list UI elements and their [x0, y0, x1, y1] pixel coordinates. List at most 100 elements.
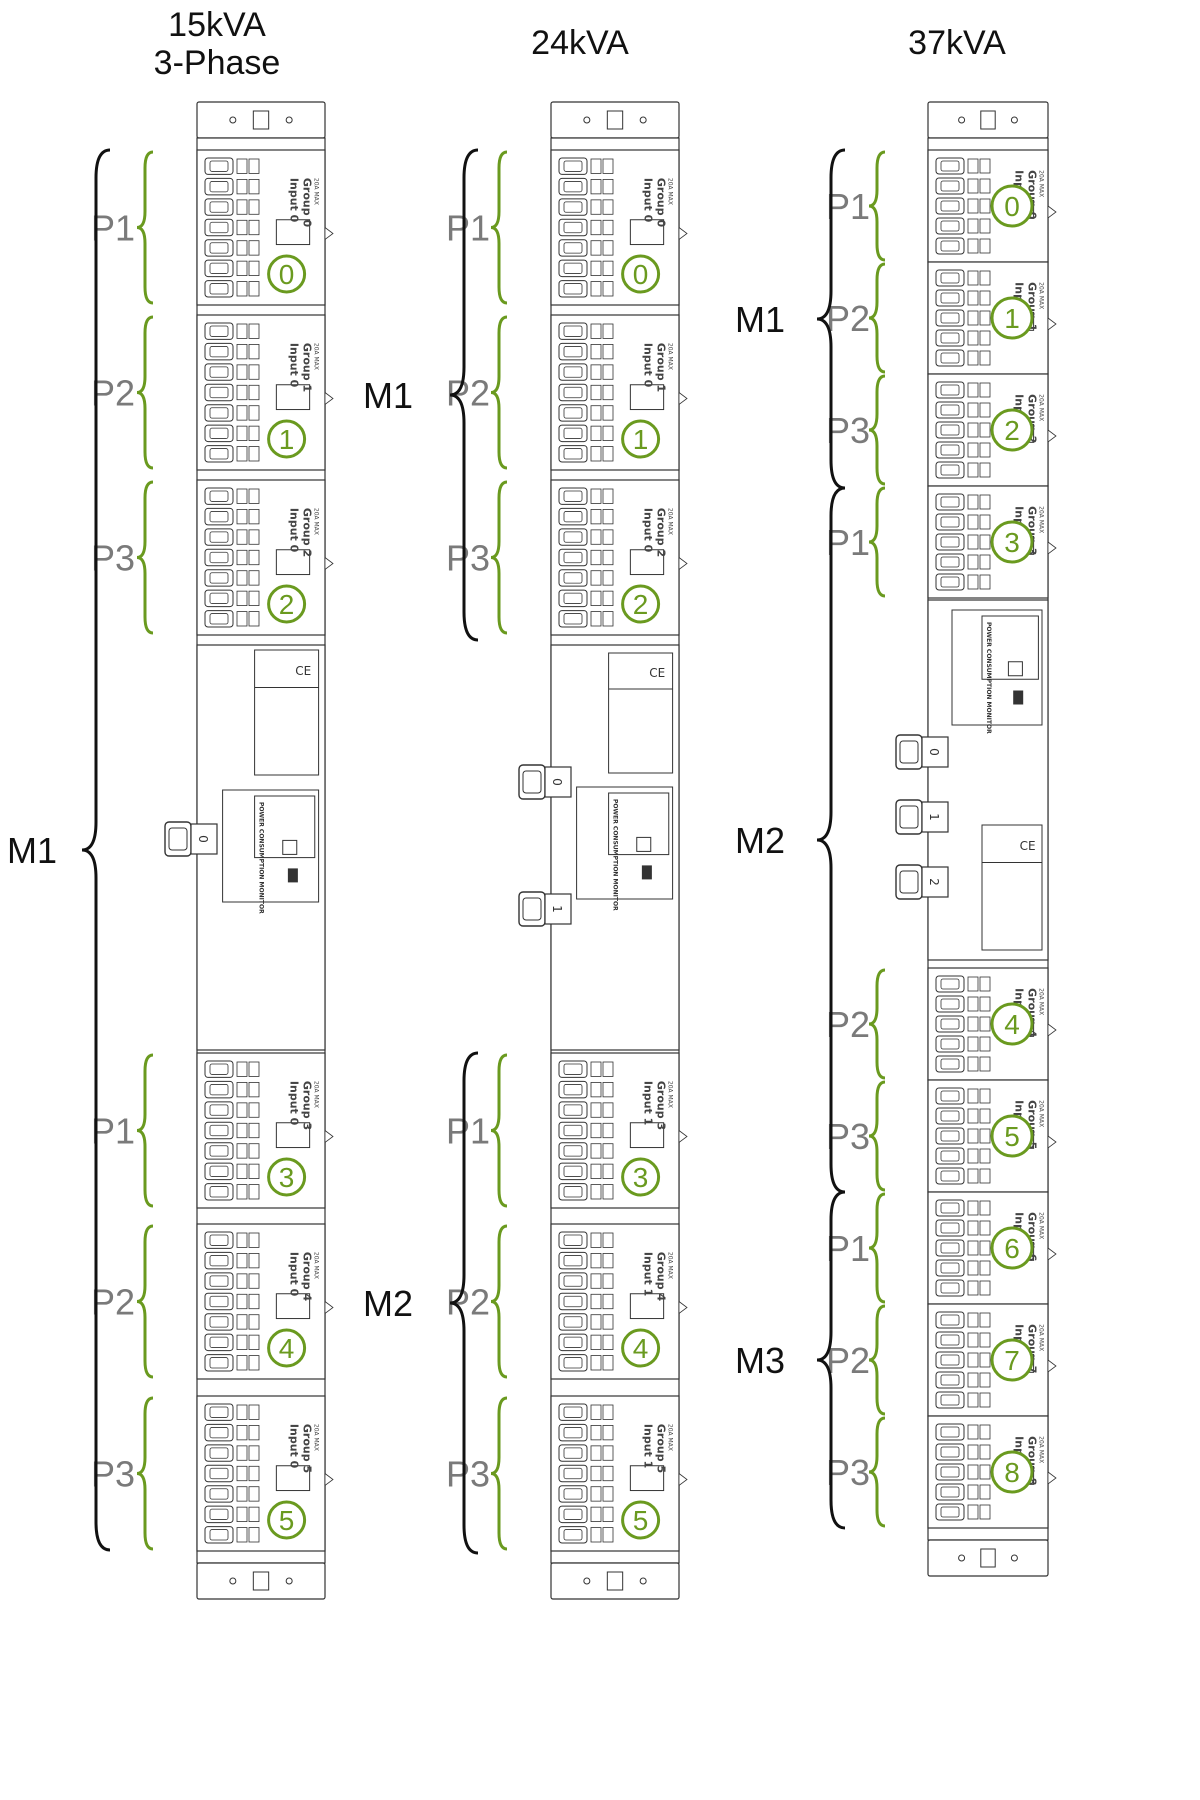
breaker-switch: [275, 1465, 311, 1492]
outlet-socket-inner: [209, 1084, 229, 1096]
outlet-number-box: [967, 422, 979, 438]
outlet-socket: [558, 569, 588, 587]
inlet-body: [544, 766, 572, 798]
mount-tab: [324, 1472, 334, 1487]
outlet-led-box: [979, 1280, 991, 1296]
outlet-led-box: [602, 158, 614, 174]
outlet-led-box: [979, 402, 991, 418]
outlet-number-box: [590, 611, 602, 627]
outlet-number-box: [590, 344, 602, 360]
outlet-socket-inner: [940, 1090, 960, 1102]
inlet-number: 0: [196, 835, 210, 843]
outlet-led-box: [602, 240, 614, 256]
cap-bracket: [606, 1571, 624, 1591]
outlet-number-box: [236, 260, 248, 276]
outlet-led-box: [248, 488, 260, 504]
outlet-socket: [204, 1101, 234, 1119]
outlet-led-box: [248, 1465, 260, 1482]
outlet-socket-inner: [563, 592, 583, 604]
phase-label: P1: [446, 208, 490, 249]
outlet-number-box: [590, 323, 602, 339]
outlet-socket-inner: [940, 1394, 960, 1406]
outlet-number-box: [236, 1506, 248, 1522]
outlet-socket-inner: [209, 1234, 229, 1246]
outlet-socket-inner: [209, 1063, 229, 1075]
outlet-number-box: [590, 1334, 602, 1350]
breaker-switch: [629, 1465, 665, 1492]
outlet-socket: [558, 1251, 588, 1270]
inlet-plug-inner: [522, 770, 542, 794]
outlet-led-box: [602, 1143, 614, 1159]
outlet-led-box: [248, 1163, 260, 1179]
phase-brace: [868, 1080, 886, 1192]
outlet-number-box: [236, 344, 248, 360]
outlet-number-box: [590, 405, 602, 421]
breaker-switch: [629, 1122, 665, 1149]
max-rating-label: 20A MAX: [1038, 1212, 1045, 1239]
outlet-number-box: [590, 1273, 602, 1289]
max-rating-label: 20A MAX: [312, 1252, 319, 1279]
outlet-socket-inner: [563, 1255, 583, 1267]
max-rating-label: 20A MAX: [1038, 394, 1045, 421]
group-number-circle: [990, 1226, 1034, 1270]
inlet-plug-inner: [522, 897, 542, 921]
outlet-number-box: [590, 1184, 602, 1200]
outlet-led-box: [248, 219, 260, 236]
outlet-number-box: [967, 402, 979, 418]
cap-hole: [583, 116, 591, 124]
outlet-led-box: [602, 1184, 614, 1200]
outlet-led-box: [602, 364, 614, 380]
outlet-socket-inner: [940, 1466, 960, 1478]
title-37kva: 37kVA: [908, 24, 1006, 62]
mount-tab: [678, 1472, 688, 1487]
outlet-socket: [558, 1272, 588, 1290]
outlet-number-box: [236, 1102, 248, 1118]
outlet-number-box: [236, 179, 248, 195]
outlet-socket-inner: [940, 1150, 960, 1162]
outlet-number-box: [590, 570, 602, 586]
phase-label: P1: [91, 208, 135, 249]
outlet-number-box: [967, 1148, 979, 1164]
outlet-led-box: [602, 1404, 614, 1420]
outlet-led-box: [602, 1527, 614, 1543]
outlet-socket-inner: [940, 1242, 960, 1254]
outlet-number-box: [590, 1163, 602, 1179]
outlet-socket: [204, 1272, 234, 1290]
outlet-number-box: [236, 364, 248, 380]
outlet-socket: [204, 404, 234, 422]
max-rating-label: 20A MAX: [312, 1081, 319, 1108]
outlet-number-box: [967, 350, 979, 366]
outlet-led-box: [248, 1232, 260, 1248]
outlet-led-box: [979, 310, 991, 326]
phase-brace: [490, 480, 508, 635]
outlet-number-box: [967, 178, 979, 194]
outlet-number-box: [236, 1334, 248, 1350]
outlet-socket-inner: [563, 386, 583, 399]
inlet-number: 2: [927, 878, 941, 886]
outlet-socket: [935, 513, 965, 531]
max-rating-label: 20A MAX: [1038, 1100, 1045, 1127]
max-rating-label: 20A MAX: [312, 1424, 319, 1451]
group-number: 5: [1004, 1121, 1020, 1152]
outlet-socket-inner: [563, 1275, 583, 1287]
outlet-led-box: [602, 611, 614, 627]
power-inlet: 1: [895, 799, 949, 835]
outlet-socket-inner: [940, 556, 960, 568]
inlet-plug-inner: [168, 827, 188, 851]
outlet-socket-inner: [563, 531, 583, 543]
outlet-socket-inner: [940, 496, 960, 508]
cap-hole: [1010, 1554, 1018, 1562]
breaker-switch: [275, 384, 311, 411]
outlet-socket: [935, 1199, 965, 1217]
outlet-led-box: [979, 422, 991, 438]
outlet-number-box: [590, 529, 602, 545]
outlet-socket-inner: [940, 1222, 960, 1234]
outlet-socket: [558, 404, 588, 422]
outlet-led-box: [248, 179, 260, 195]
